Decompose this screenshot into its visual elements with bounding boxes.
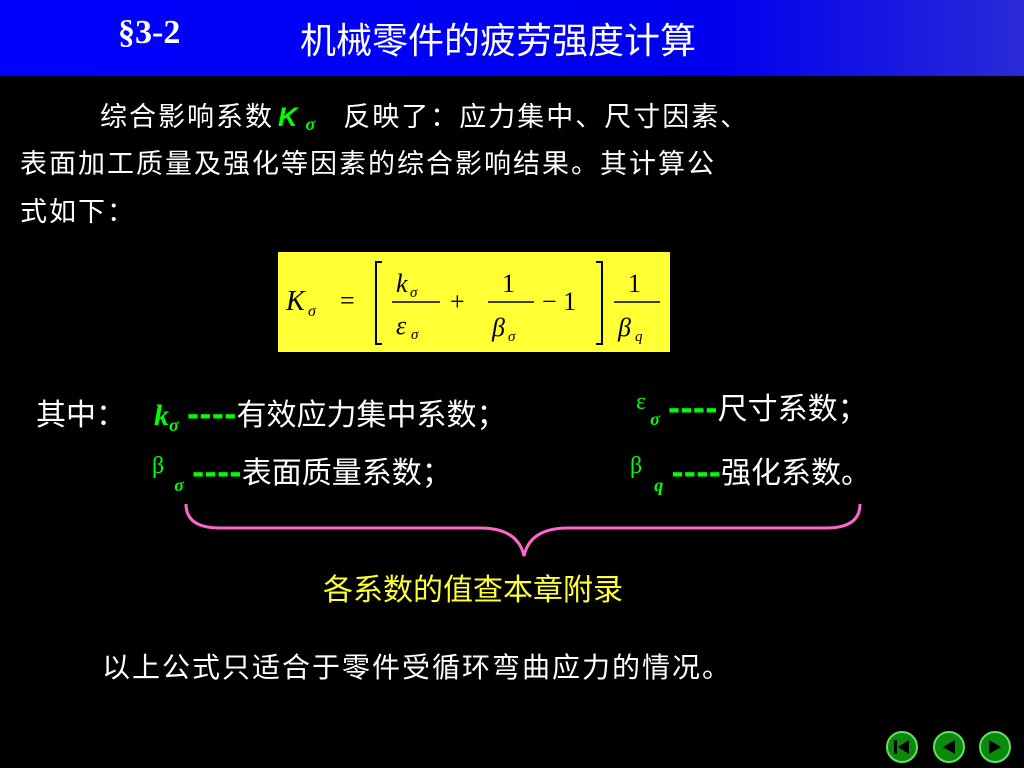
frac1-num-sub: σ bbox=[410, 285, 418, 301]
intro-lead: 综合影响系数 bbox=[100, 102, 274, 133]
def-symbol: β bbox=[152, 453, 165, 479]
definition-beta-sigma: βσ ----表面质量系数； bbox=[152, 448, 452, 496]
def-symbol: ε bbox=[636, 389, 647, 415]
intro-line-2: 表面加工质量及强化等因素的综合影响结果。其计算公 bbox=[20, 149, 716, 180]
formula-equals: = bbox=[340, 286, 355, 315]
frac3-den: β bbox=[617, 313, 631, 342]
definition-beta-q: βq ----强化系数。 bbox=[630, 448, 871, 496]
intro-line-1-rest: 反映了：应力集中、尺寸因素、 bbox=[343, 102, 750, 133]
curly-brace bbox=[184, 503, 862, 557]
def-text: 表面质量系数； bbox=[241, 456, 452, 491]
def-text: 强化系数。 bbox=[721, 456, 872, 491]
first-slide-icon[interactable] bbox=[885, 730, 919, 764]
left-bracket bbox=[375, 261, 382, 345]
formula-lhs-sub: σ bbox=[308, 303, 317, 320]
def-subscript: σ bbox=[650, 409, 660, 429]
section-number: §3-2 bbox=[118, 14, 181, 51]
frac1-den-sub: σ bbox=[411, 327, 419, 343]
def-subscript: σ bbox=[169, 415, 179, 435]
def-text: 有效应力集中系数； bbox=[236, 398, 507, 433]
applicability-note: 以上公式只适合于零件受循环弯曲应力的情况。 bbox=[102, 651, 733, 684]
frac1-den: ε bbox=[396, 311, 407, 340]
definitions-lead: 其中： bbox=[36, 398, 126, 433]
frac3-den-sub: q bbox=[635, 329, 643, 345]
definition-k-sigma: kσ ----有效应力集中系数； bbox=[154, 390, 507, 436]
frac1-num: k bbox=[396, 269, 408, 298]
def-text: 尺寸系数； bbox=[717, 392, 868, 427]
formula-minus-one: − 1 bbox=[542, 287, 576, 316]
def-subscript: σ bbox=[174, 475, 184, 495]
def-dash: ---- bbox=[186, 398, 237, 433]
appendix-note: 各系数的值查本章附录 bbox=[323, 573, 623, 608]
previous-slide-icon[interactable] bbox=[932, 730, 966, 764]
def-symbol: k bbox=[154, 399, 169, 432]
def-dash: ---- bbox=[191, 456, 242, 491]
right-bracket bbox=[596, 261, 603, 345]
def-symbol: β bbox=[630, 453, 643, 479]
frac2-num: 1 bbox=[502, 269, 515, 298]
frac3-num: 1 bbox=[628, 269, 641, 298]
formula-lhs: K bbox=[285, 286, 306, 317]
frac2-den-sub: σ bbox=[508, 329, 516, 345]
formula-box: K σ = k σ ε σ + 1 β σ − 1 1 β q bbox=[278, 252, 670, 352]
next-slide-icon[interactable] bbox=[978, 730, 1012, 764]
frac2-den: β bbox=[491, 313, 505, 342]
slide-header bbox=[0, 0, 1024, 76]
formula-k-sigma: K σ = k σ ε σ + 1 β σ − 1 1 β q bbox=[285, 261, 660, 345]
definition-epsilon-sigma: εσ ----尺寸系数； bbox=[636, 384, 868, 430]
def-subscript: q bbox=[654, 475, 664, 495]
def-dash: ---- bbox=[671, 456, 722, 491]
formula-plus: + bbox=[450, 287, 465, 316]
def-dash: ---- bbox=[667, 392, 718, 427]
slide-title: 机械零件的疲劳强度计算 bbox=[300, 21, 697, 62]
intro-line-3: 式如下： bbox=[20, 197, 136, 228]
